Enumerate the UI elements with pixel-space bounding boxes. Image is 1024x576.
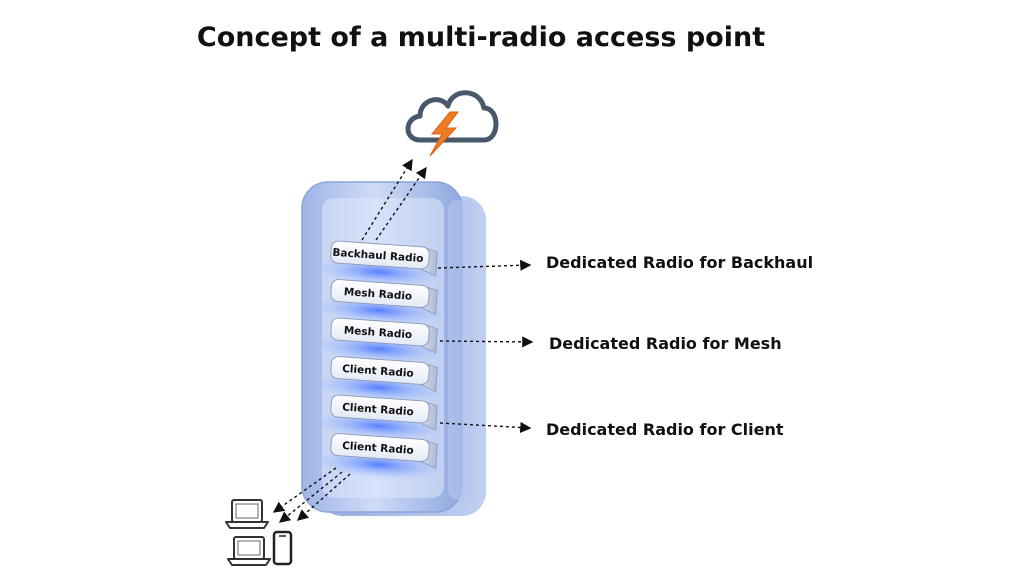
- client-downlink-arrows: [272, 467, 351, 523]
- radio-label: Client Radio: [342, 363, 414, 380]
- radio-module: Mesh Radio: [314, 279, 443, 326]
- laptop-icon: [227, 536, 271, 566]
- radio-module: Client Radio: [314, 394, 443, 441]
- radio-module: Backhaul Radio: [314, 240, 443, 287]
- callout-client: Dedicated Radio for Client: [546, 420, 784, 439]
- radio-label: Mesh Radio: [343, 286, 412, 303]
- lightning-icon: [429, 111, 459, 157]
- backhaul-uplink-arrows: [361, 158, 427, 241]
- radio-label: Client Radio: [342, 440, 414, 457]
- radio-module: Client Radio: [314, 356, 443, 403]
- radio-module: Mesh Radio: [314, 317, 443, 364]
- smartphone-icon: [272, 530, 293, 566]
- callout-backhaul: Dedicated Radio for Backhaul: [546, 253, 814, 272]
- callout-mesh: Dedicated Radio for Mesh: [549, 334, 782, 353]
- radio-label: Client Radio: [342, 401, 414, 418]
- radio-label: Mesh Radio: [343, 324, 412, 341]
- diagram-title: Concept of a multi-radio access point: [196, 22, 766, 53]
- laptop-icon: [225, 499, 269, 529]
- radio-module: Client Radio: [314, 433, 443, 480]
